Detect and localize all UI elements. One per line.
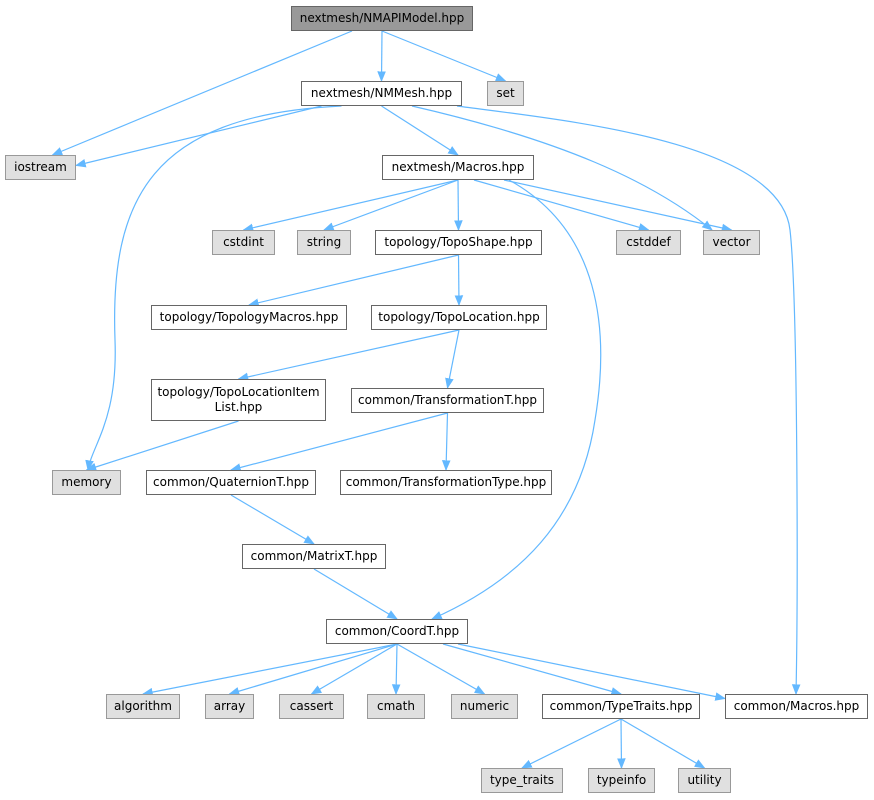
node-type-traits: type_traits (481, 768, 563, 793)
edge-coordt-to-algorithm (141, 643, 398, 697)
edge-transformationt-to-transformationtype (441, 412, 451, 472)
node-nmapimodel: nextmesh/NMAPIModel.hpp (291, 6, 473, 31)
edge-nm_macros-to-coordt (431, 179, 602, 620)
node-cstdint: cstdint (212, 230, 275, 255)
node-cmath: cmath (367, 694, 425, 719)
edge-coordt-to-typetraits (442, 643, 623, 696)
node-numeric: numeric (451, 694, 518, 719)
edge-toposhape-to-topomacros (247, 254, 459, 307)
node-topolocation[interactable]: topology/TopoLocation.hpp (371, 305, 547, 330)
edge-typetraits-to-type_traits (521, 718, 622, 769)
node-transformationt[interactable]: common/TransformationT.hpp (351, 388, 544, 413)
edge-matrixt-to-coordt (313, 568, 398, 620)
edge-nmapimodel-to-iostream (51, 30, 353, 156)
node-typetraits[interactable]: common/TypeTraits.hpp (542, 694, 700, 719)
edge-nmmesh-to-iostream (74, 105, 322, 168)
node-algorithm: algorithm (106, 694, 180, 719)
node-coordt[interactable]: common/CoordT.hpp (326, 619, 468, 644)
edge-nmmesh-to-common_macros (456, 105, 801, 696)
edge-typetraits-to-utility (620, 718, 706, 769)
edge-topolocation-to-transformationt (445, 329, 460, 390)
edge-nmmesh-to-vector (411, 105, 713, 231)
node-cstddef: cstddef (616, 230, 681, 255)
edge-coordt-to-cmath (391, 643, 401, 696)
node-string: string (297, 230, 351, 255)
edge-quaterniont-to-matrixt (230, 494, 315, 545)
edge-nmapimodel-to-nmmesh (377, 30, 386, 83)
edge-nmapimodel-to-set (381, 30, 507, 82)
node-typeinfo: typeinfo (588, 768, 655, 793)
node-iostream: iostream (5, 155, 76, 180)
edge-coordt-to-numeric (396, 643, 486, 695)
node-common-macros[interactable]: common/Macros.hpp (725, 694, 868, 719)
edge-nmmesh-to-memory (85, 105, 342, 472)
node-nmmesh[interactable]: nextmesh/NMMesh.hpp (301, 81, 462, 106)
node-utility: utility (678, 768, 731, 793)
node-quaterniont[interactable]: common/QuaternionT.hpp (146, 470, 316, 495)
node-array: array (205, 694, 254, 719)
node-cassert: cassert (279, 694, 344, 719)
edge-coordt-to-common_macros (457, 643, 727, 701)
edge-transformationt-to-quaterniont (229, 412, 448, 472)
node-transformationtype[interactable]: common/TransformationType.hpp (340, 470, 552, 495)
edge-coordt-to-array (228, 643, 398, 696)
node-vector: vector (703, 230, 760, 255)
edge-nm_macros-to-string (322, 179, 459, 231)
edge-nm_macros-to-cstddef (473, 179, 650, 232)
node-topologymacros[interactable]: topology/TopologyMacros.hpp (151, 305, 347, 330)
node-toposhape[interactable]: topology/TopoShape.hpp (375, 230, 542, 255)
edge-nm_macros-to-cstdint (242, 179, 459, 233)
edge-nm_macros-to-vector (503, 179, 733, 233)
edge-typetraits-to-typeinfo (617, 718, 626, 770)
node-nextmesh-macros[interactable]: nextmesh/Macros.hpp (382, 155, 534, 180)
node-topolocationitemlist-label: topology/TopoLocationItem List.hpp (157, 385, 320, 414)
edge-nmmesh-to-nm_macros (381, 105, 459, 156)
edge-topolocation-to-topolocitemlist (237, 329, 460, 382)
edge-coordt-to-cassert (310, 643, 398, 695)
edge-toposhape-to-topolocation (454, 254, 464, 307)
edge-topolocitemlist-to-memory (85, 420, 239, 472)
node-matrixt[interactable]: common/MatrixT.hpp (242, 544, 386, 569)
node-topolocationitemlist[interactable]: topology/TopoLocationItem List.hpp (151, 379, 326, 421)
node-memory: memory (52, 470, 121, 495)
edge-nm_macros-to-toposhape (454, 179, 463, 232)
node-set: set (487, 81, 524, 106)
